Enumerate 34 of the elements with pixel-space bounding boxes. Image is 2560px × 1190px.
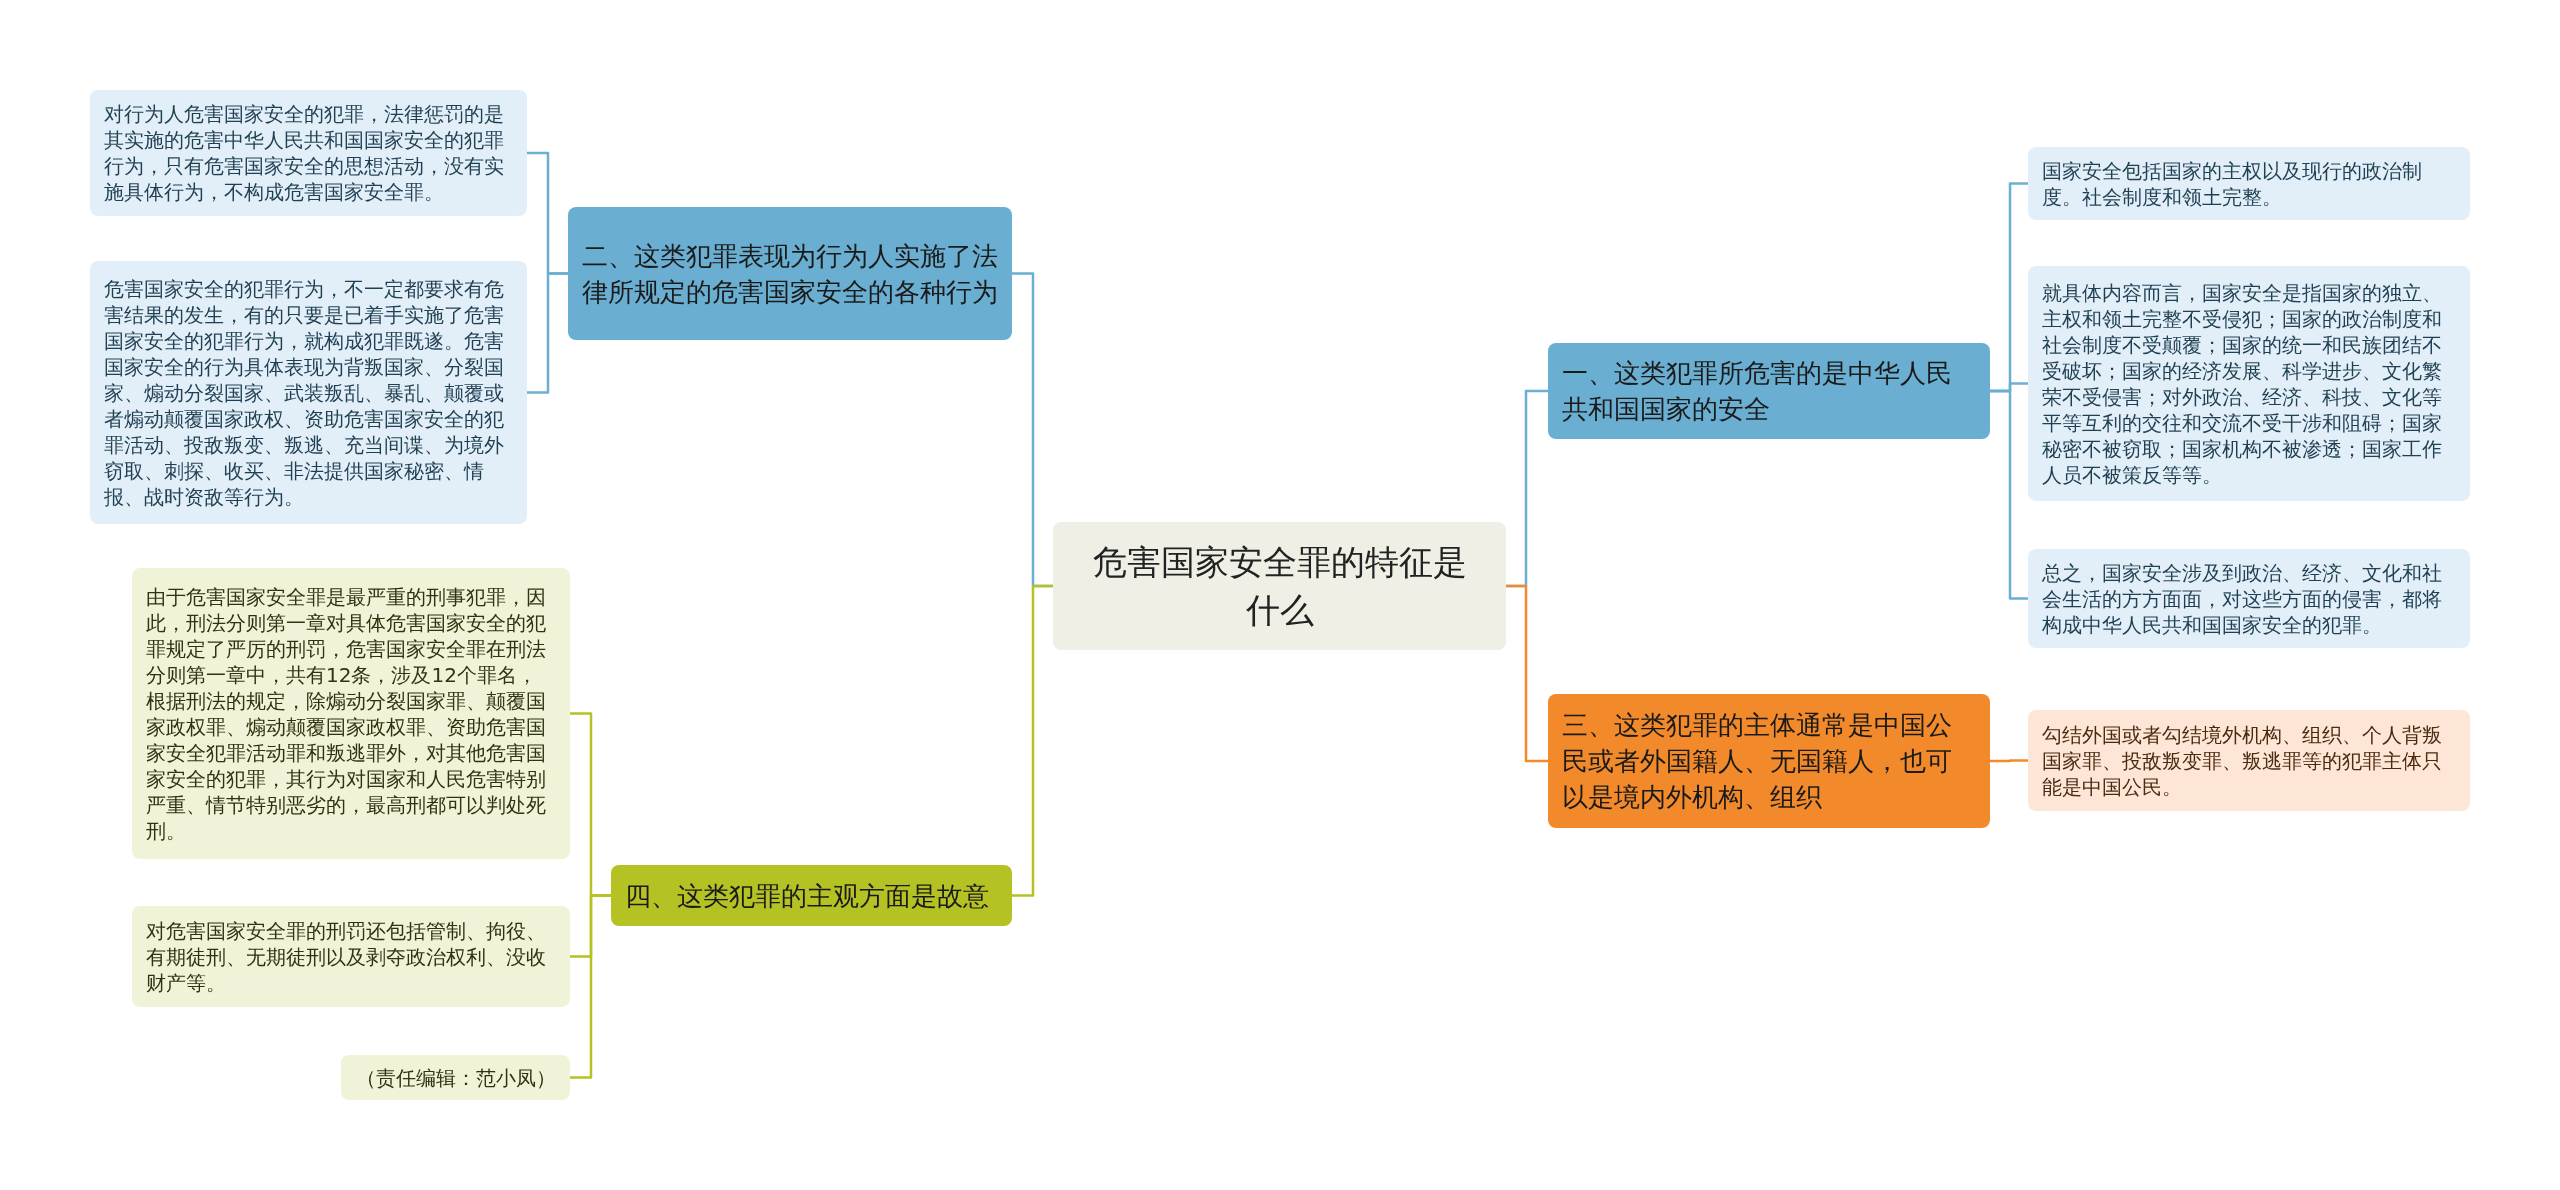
connector-line	[1990, 389, 2028, 600]
branch-text: 四、这类犯罪的主观方面是故意	[625, 879, 989, 913]
connector-line	[527, 272, 568, 394]
branch-card	[611, 865, 1012, 926]
note-card	[2028, 147, 2470, 220]
note-card	[2028, 549, 2470, 648]
branch-text: 一、这类犯罪所危害的是中华人民共和国国家的安全	[1562, 357, 1953, 426]
note-card	[132, 906, 570, 1007]
branch-text: 三、这类犯罪的主体通常是中国公民或者外国籍人、无国籍人，也可以是境内外机构、组织	[1562, 709, 1953, 814]
connector-line	[1990, 759, 2028, 763]
branch-card	[1548, 694, 1990, 828]
connector-line	[570, 894, 611, 1079]
note-text: 对行为人危害国家安全的犯罪，法律惩罚的是其实施的危害中华人民共和国国家安全的犯罪行为，只有危害国家安全的思想活动，没有实施具体行为，不构成危害国家安全罪。	[104, 101, 505, 205]
note-card	[90, 261, 527, 524]
note-card	[341, 1055, 570, 1100]
note-text: 勾结外国或者勾结境外机构、组织、个人背叛国家罪、投敌叛变罪、叛逃罪等的犯罪主体只能是中国公民。	[2042, 721, 2443, 800]
note-text: 对危害国家安全罪的刑罚还包括管制、拘役、有期徒刑、无期徒刑以及剥夺政治权利、没收财产等。	[146, 917, 547, 996]
topic-text: 危害国家安全罪的特征是什么	[1091, 541, 1468, 632]
note-text: 危害国家安全的犯罪行为，不一定都要求有危害结果的发生，有的只要是已着手实施了危害国家安全的犯罪行为，就构成犯罪既遂。危害国家安全的行为具体表现为背叛国家、分裂国家、煽动分裂国家、武装叛乱、暴乱、颠覆或者煽动颠覆国家政权、资助危害国家安全的犯罪活动、投敌叛变、叛逃、充当间谍、为境外窃取、刺探、收买、非法提供国家秘密、情报、战时资敌等行为。	[104, 275, 505, 510]
note-text: 由于危害国家安全罪是最严重的刑事犯罪，因此，刑法分则第一章对具体危害国家安全的犯罪规定了严厉的刑罚，危害国家安全罪在刑法分则第一章中，共有12条，涉及12个罪名，根据刑法的规定，除煽动分裂国家罪、颠覆国家政权罪、煽动颠覆国家政权罪、资助危害国家安全犯罪活动罪和叛逃罪外，对其他危害国家安全的犯罪，其行为对国家和人民危害特别严重、情节特别恶劣的，最高刑都可以判处死刑。	[146, 583, 547, 844]
note-card	[2028, 710, 2470, 811]
note-text: 总之，国家安全涉及到政治、经济、文化和社会生活的方方面面，对这些方面的侵害，都将构成中华人民共和国国家安全的犯罪。	[2042, 559, 2443, 638]
note-text: 国家安全包括国家的主权以及现行的政治制度。社会制度和领土完整。	[2042, 157, 2423, 210]
connector-line	[1506, 584, 1548, 763]
note-text: 就具体内容而言，国家安全是指国家的独立、主权和领土完整不受侵犯；国家的政治制度和社会制度不受颠覆；国家的统一和民族团结不受破坏；国家的经济发展、科学进步、文化繁荣不受侵害；对外政治、经济、科技、文化等平等互利的交往和交流不受干涉和阻碍；国家秘密不被窃取；国家机构不被渗透；国家工作人员不被策反等等。	[2042, 279, 2443, 488]
note-card	[90, 90, 527, 216]
branch-card	[1548, 343, 1990, 439]
note-text: （责任编辑：范小凤）	[356, 1064, 556, 1091]
branch-card	[568, 207, 1012, 340]
note-card	[132, 568, 570, 859]
connector-line	[1012, 584, 1053, 897]
branch-text: 二、这类犯罪表现为行为人实施了法律所规定的危害国家安全的各种行为	[582, 239, 998, 309]
topic-card	[1053, 522, 1506, 650]
note-card	[2028, 266, 2470, 501]
